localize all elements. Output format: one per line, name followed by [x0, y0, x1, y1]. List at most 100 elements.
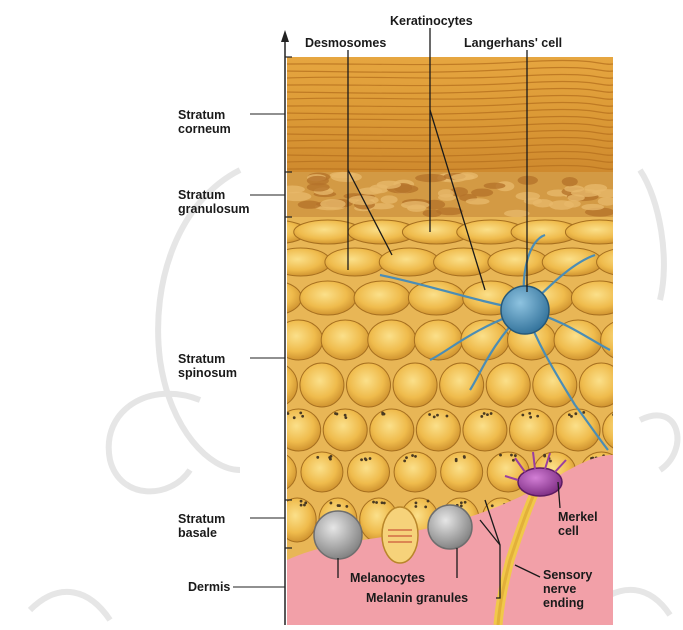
keratinocyte — [571, 281, 627, 315]
melanin-granule — [490, 412, 493, 415]
melanin-granule — [491, 504, 494, 507]
melanin-granule — [328, 456, 331, 459]
keratinocyte — [554, 320, 602, 360]
melanin-granule — [364, 457, 367, 460]
keratinocyte — [368, 320, 416, 360]
granulosum-granule — [562, 177, 578, 186]
label-melanocytes: Melanocytes — [350, 571, 425, 585]
melanin-granule — [360, 458, 363, 461]
melanin-granule — [272, 458, 275, 461]
melanin-granule — [510, 454, 513, 457]
melanin-granule — [582, 411, 585, 414]
melanin-granule — [455, 458, 458, 461]
melanin-granule — [369, 457, 372, 460]
label-keratinocytes: Keratinocytes — [390, 14, 473, 28]
keratinocyte — [565, 220, 633, 244]
melanin-granule — [264, 458, 267, 461]
keratinocyte — [603, 409, 647, 451]
tissue-block — [239, 57, 656, 625]
melanin-granule — [344, 416, 347, 419]
keratinocyte — [275, 320, 323, 360]
keratinocyte — [253, 363, 297, 407]
melanin-granule — [499, 454, 502, 457]
granulosum-granule — [377, 181, 401, 189]
melanin-granule — [301, 415, 304, 418]
melanin-granule — [280, 454, 283, 457]
melanin-granule — [512, 459, 515, 462]
granulosum-granule — [438, 189, 454, 197]
keratinocyte — [486, 363, 530, 407]
melanin-granule — [303, 504, 306, 507]
granulosum-granule — [466, 198, 490, 204]
keratinocyte — [254, 452, 296, 492]
melanocyte-cell-1 — [314, 511, 362, 559]
label-stratum-spinosum: Stratum spinosum — [178, 352, 237, 380]
layer-leader-lines — [233, 114, 285, 587]
label-merkel-cell: Merkel cell — [558, 510, 598, 538]
label-melanin-granules: Melanin granules — [366, 591, 468, 605]
granulosum-granule — [407, 205, 426, 212]
melanin-granule — [436, 414, 439, 417]
melanin-granule — [338, 504, 341, 507]
label-stratum-spinosum-text: Stratum spinosum — [178, 352, 237, 380]
keratinocyte — [434, 248, 494, 276]
melanin-granule — [300, 500, 303, 503]
label-stratum-basale: Stratum basale — [178, 512, 225, 540]
label-dermis: Dermis — [188, 580, 230, 594]
keratinocyte — [277, 409, 321, 451]
melanin-granule — [433, 416, 436, 419]
melanin-granule — [528, 412, 531, 415]
melanin-granule — [293, 416, 296, 419]
melanin-granule — [529, 416, 532, 419]
granulosum-granule — [381, 195, 398, 204]
melanin-granule — [372, 501, 375, 504]
label-stratum-granulosum-text: Stratum granulosum — [178, 188, 250, 216]
keratinocyte — [579, 363, 623, 407]
melanin-granule — [460, 501, 463, 504]
granulosum-granule — [518, 176, 538, 185]
keratinocyte — [325, 248, 385, 276]
granulosum-granule — [484, 183, 506, 189]
melanin-granule — [614, 503, 617, 506]
melanin-granule — [403, 459, 406, 462]
keratinocyte — [354, 281, 410, 315]
melanin-granule — [287, 412, 290, 415]
melanin-granule — [446, 415, 449, 418]
melanin-granule — [414, 455, 417, 458]
granulosum-granule — [282, 192, 311, 201]
melanin-granule — [414, 505, 417, 508]
keratinocyte — [278, 498, 316, 542]
granulosum-granule — [436, 207, 463, 215]
melanin-granule — [483, 412, 486, 415]
granulosum-granule — [320, 199, 345, 209]
keratinocyte — [379, 248, 439, 276]
keratinocyte — [245, 281, 301, 315]
melanin-granule — [464, 501, 467, 504]
keratinocyte — [440, 363, 484, 407]
melanin-granule — [625, 501, 628, 504]
label-stratum-granulosum: Stratum granulosum — [178, 188, 250, 216]
melanin-granule — [619, 503, 622, 506]
granulosum-granule — [581, 204, 604, 210]
melanin-granule — [543, 454, 546, 457]
keratinocyte — [441, 452, 483, 492]
melanin-granule — [574, 412, 577, 415]
keratinocyte — [542, 248, 602, 276]
melanin-granule — [613, 414, 616, 417]
keratinocyte — [271, 248, 331, 276]
melanin-granule — [536, 415, 539, 418]
melanin-granule — [480, 415, 483, 418]
melanin-granule — [463, 456, 466, 459]
melanin-granule — [514, 454, 517, 457]
melanin-granule — [628, 413, 631, 416]
melanin-granule — [521, 414, 524, 417]
label-dermis-text: Dermis — [188, 580, 230, 594]
granulosum-granule — [307, 183, 330, 192]
melanin-granule — [383, 502, 386, 505]
melanin-granule — [375, 501, 378, 504]
keratinocyte — [393, 363, 437, 407]
dividing-basal-cell — [382, 507, 418, 563]
keratinocyte — [394, 452, 436, 492]
keratinocyte — [488, 248, 548, 276]
melanin-granule — [316, 456, 319, 459]
